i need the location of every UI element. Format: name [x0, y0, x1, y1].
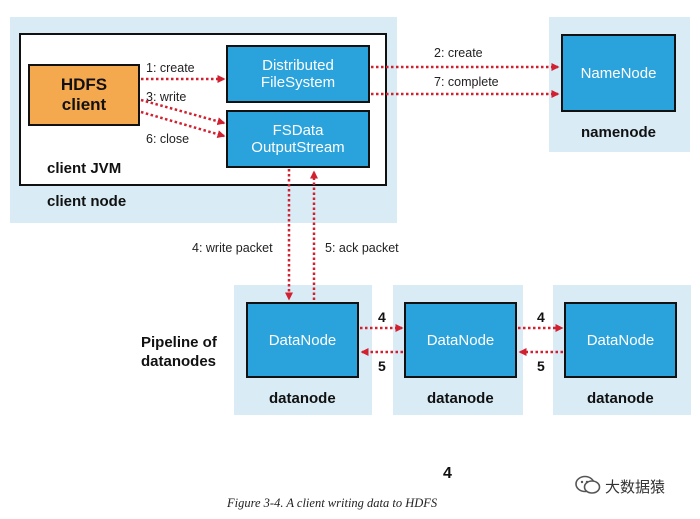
watermark-icon — [575, 474, 601, 496]
datanode-label-2: datanode — [427, 390, 494, 407]
figure-caption: Figure 3-4. A client writing data to HDF… — [227, 496, 438, 510]
datanode-box-1: DataNode — [246, 302, 359, 378]
fsdata-outputstream-box: FSData OutputStream — [226, 110, 370, 168]
dn2-to-dn3-label: 4 — [537, 309, 545, 325]
close-arrow — [140, 110, 226, 139]
write-arrow — [140, 98, 226, 126]
hdfs-client-box: HDFS client — [28, 64, 140, 126]
complete-arrow-label: 7: complete — [434, 75, 499, 89]
dn3-to-dn2-label: 5 — [537, 358, 545, 374]
ack-packet-label: 5: ack packet — [325, 241, 399, 255]
create-arrow-label: 1: create — [146, 61, 195, 75]
datanode-box-3: DataNode — [564, 302, 677, 378]
write-packet-label: 4: write packet — [192, 241, 273, 255]
client-node-label: client node — [47, 193, 127, 210]
write-arrow-label: 3: write — [146, 90, 187, 104]
pipeline-label: Pipeline of datanodes — [141, 334, 217, 370]
distributed-filesystem-box: Distributed FileSystem — [226, 45, 370, 103]
datanode-label-1: datanode — [269, 390, 336, 407]
nn-create-arrow-label: 2: create — [434, 46, 483, 60]
page-number: 4 — [443, 465, 452, 482]
namenode-box: NameNode — [561, 34, 676, 112]
client-jvm-label: client JVM — [47, 160, 122, 177]
datanode-label-3: datanode — [587, 390, 654, 407]
dn2-to-dn1-label: 5 — [378, 358, 386, 374]
namenode-label: namenode — [581, 124, 657, 141]
watermark-text: 大数据猿 — [605, 479, 666, 496]
datanode-box-2: DataNode — [404, 302, 517, 378]
close-arrow-label: 6: close — [146, 132, 190, 146]
dn1-to-dn2-label: 4 — [378, 309, 386, 325]
